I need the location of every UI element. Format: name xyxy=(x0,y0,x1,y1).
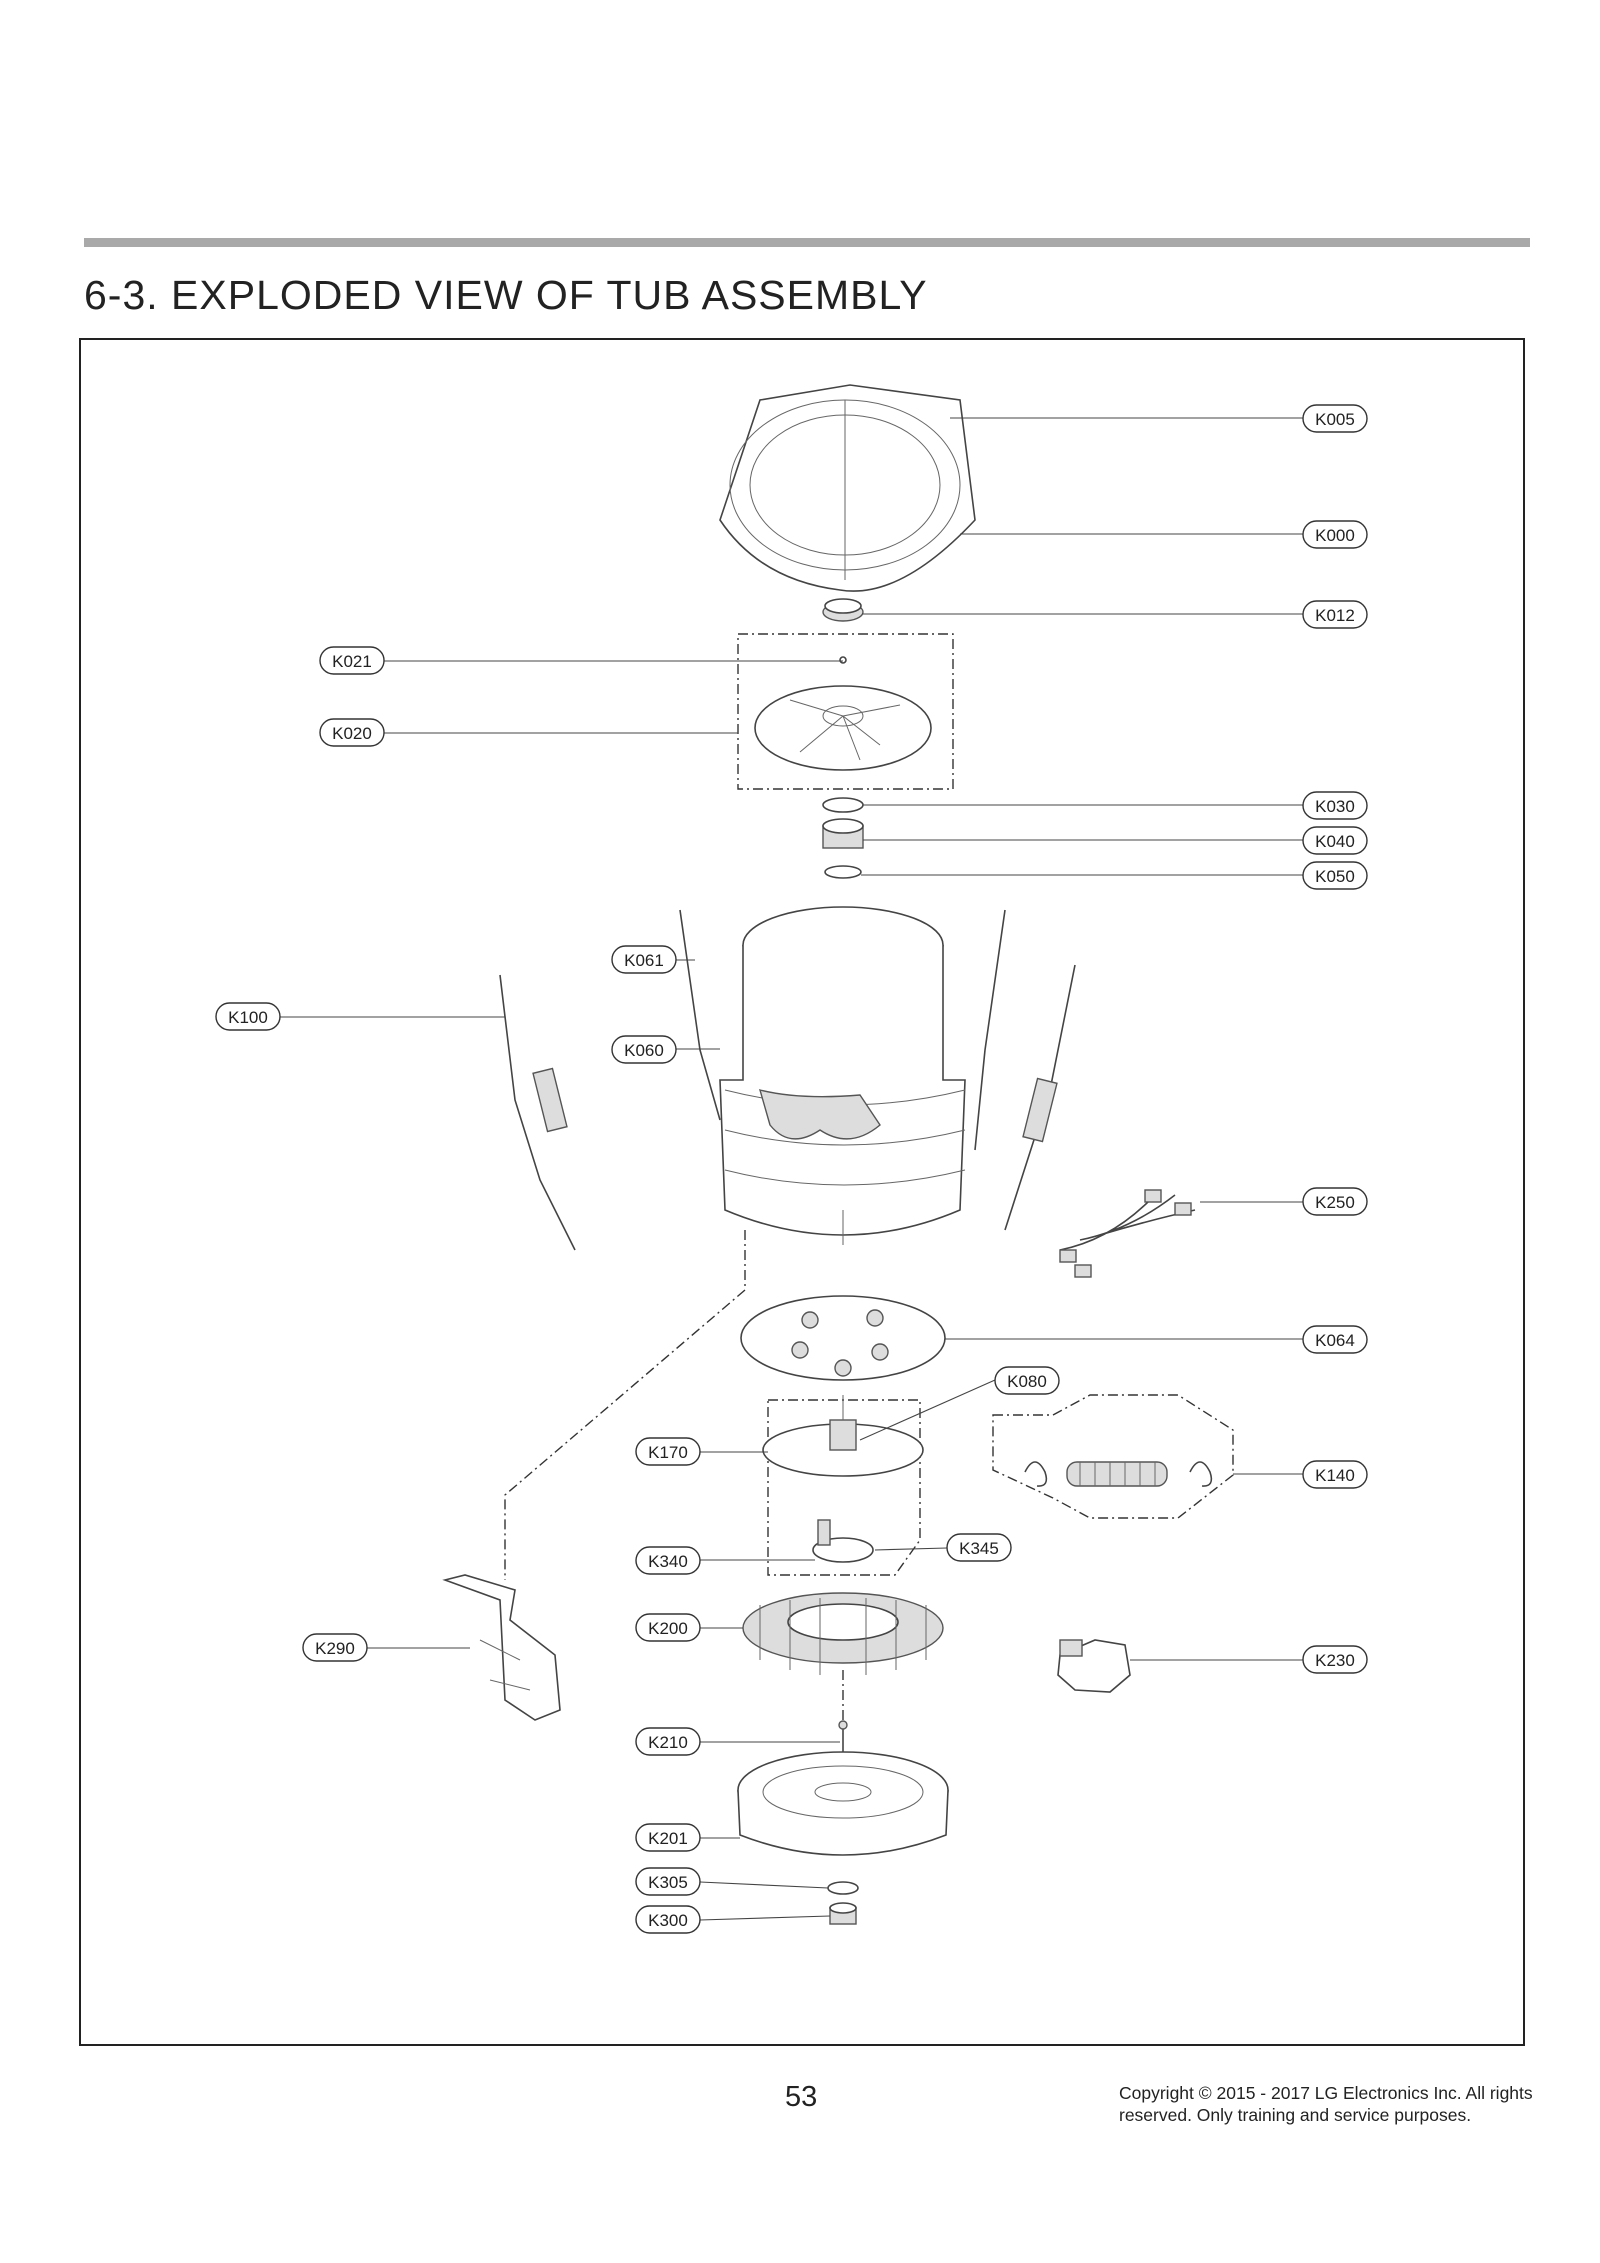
callout-K061: K061 xyxy=(611,945,677,974)
callout-K345: K345 xyxy=(946,1533,1012,1562)
tub-cover-part xyxy=(719,384,976,592)
hose-group-box xyxy=(992,1394,1234,1519)
svg-text:K345: K345 xyxy=(959,1539,999,1558)
rotor-nut-part xyxy=(829,1902,857,1925)
rotor-washer-part xyxy=(827,1881,859,1895)
svg-text:K030: K030 xyxy=(1315,797,1355,816)
svg-text:K201: K201 xyxy=(648,1829,688,1848)
svg-text:K060: K060 xyxy=(624,1041,664,1060)
svg-text:K012: K012 xyxy=(1315,606,1355,625)
callout-K021: K021 xyxy=(319,646,385,675)
svg-text:K064: K064 xyxy=(1315,1331,1355,1350)
svg-text:K170: K170 xyxy=(648,1443,688,1462)
callout-K340: K340 xyxy=(635,1546,701,1575)
drum-part xyxy=(719,906,966,1245)
svg-text:K140: K140 xyxy=(1315,1466,1355,1485)
svg-text:K040: K040 xyxy=(1315,832,1355,851)
suspension-rods-part xyxy=(499,909,1076,1251)
leader-lines xyxy=(280,417,1303,1921)
stator-part xyxy=(742,1592,944,1675)
copyright-line-1: Copyright © 2015 - 2017 LG Electronics I… xyxy=(1119,2083,1533,2103)
callout-K305: K305 xyxy=(635,1867,701,1896)
svg-text:K050: K050 xyxy=(1315,867,1355,886)
callout-K200: K200 xyxy=(635,1613,701,1642)
copyright-notice: Copyright © 2015 - 2017 LG Electronics I… xyxy=(1119,2082,1539,2126)
callout-K100: K100 xyxy=(215,1002,281,1031)
svg-text:K020: K020 xyxy=(332,724,372,743)
callout-K005: K005 xyxy=(1302,404,1368,433)
svg-text:K061: K061 xyxy=(624,951,664,970)
svg-text:K005: K005 xyxy=(1315,410,1355,429)
svg-text:K200: K200 xyxy=(648,1619,688,1638)
clutch-assembly-part xyxy=(762,1395,924,1477)
rotor-part xyxy=(737,1751,949,1856)
cap-part xyxy=(822,598,864,622)
callout-K000: K000 xyxy=(1302,520,1368,549)
svg-text:K290: K290 xyxy=(315,1639,355,1658)
callout-K060: K060 xyxy=(611,1035,677,1064)
sensor-part xyxy=(1057,1639,1131,1693)
base-plate-part xyxy=(740,1295,946,1381)
svg-text:K080: K080 xyxy=(1007,1372,1047,1391)
callout-K140: K140 xyxy=(1302,1460,1368,1489)
washer-part xyxy=(822,797,864,813)
pulsator-group-box xyxy=(737,633,954,790)
svg-text:K340: K340 xyxy=(648,1552,688,1571)
bearing-nut-part xyxy=(822,818,864,849)
guide-line-bracket xyxy=(504,1230,746,1580)
svg-text:K305: K305 xyxy=(648,1873,688,1892)
callout-K020: K020 xyxy=(319,718,385,747)
callout-K012: K012 xyxy=(1302,600,1368,629)
callout-K040: K040 xyxy=(1302,826,1368,855)
svg-text:K210: K210 xyxy=(648,1733,688,1752)
callout-K250: K250 xyxy=(1302,1187,1368,1216)
drain-hose-part xyxy=(1024,1461,1213,1487)
svg-text:K230: K230 xyxy=(1315,1651,1355,1670)
clutch-group-box xyxy=(767,1399,921,1576)
svg-text:K250: K250 xyxy=(1315,1193,1355,1212)
callout-K210: K210 xyxy=(635,1727,701,1756)
callout-K064: K064 xyxy=(1302,1325,1368,1354)
copyright-line-2: reserved. Only training and service purp… xyxy=(1119,2105,1472,2125)
callout-K050: K050 xyxy=(1302,861,1368,890)
svg-text:K000: K000 xyxy=(1315,526,1355,545)
callout-K080: K080 xyxy=(994,1366,1060,1395)
header-rule xyxy=(84,238,1530,247)
page-number: 53 xyxy=(785,2081,818,2113)
svg-text:K100: K100 xyxy=(228,1008,268,1027)
callout-K170: K170 xyxy=(635,1437,701,1466)
bracket-part xyxy=(442,1574,561,1721)
shaft-bearing-part xyxy=(812,1519,874,1563)
svg-text:K300: K300 xyxy=(648,1911,688,1930)
callout-K300: K300 xyxy=(635,1905,701,1934)
callout-K230: K230 xyxy=(1302,1645,1368,1674)
page-title: 6-3. EXPLODED VIEW OF TUB ASSEMBLY xyxy=(84,272,928,318)
callout-K290: K290 xyxy=(302,1633,368,1662)
pulsator-part xyxy=(754,656,932,771)
svg-text:K021: K021 xyxy=(332,652,372,671)
ring-part xyxy=(824,865,862,879)
callout-K030: K030 xyxy=(1302,791,1368,820)
callout-K201: K201 xyxy=(635,1823,701,1852)
wire-harness-part xyxy=(1059,1189,1196,1278)
diagram-frame xyxy=(79,338,1525,2046)
